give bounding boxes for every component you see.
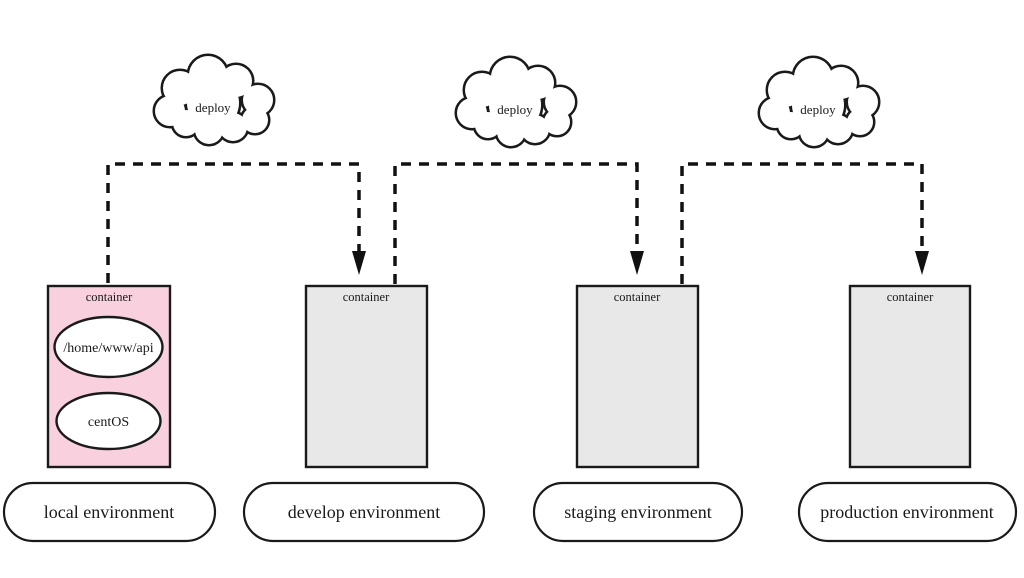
- container-title: container: [887, 290, 934, 304]
- env-pill-shape: [242, 481, 486, 543]
- deploy-label: deploy: [497, 102, 533, 117]
- container-box: [848, 284, 972, 469]
- env-pill-shape: [2, 481, 217, 543]
- deploy-label: deploy: [800, 102, 836, 117]
- env-pill-shape: [532, 481, 744, 543]
- env-pill-shape: [797, 481, 1018, 543]
- node-label: centOS: [88, 415, 129, 430]
- env-label: staging environment: [564, 502, 711, 522]
- deploy-edge-local-to-develop: [106, 162, 366, 283]
- container-box: [575, 284, 700, 469]
- edge-line: [393, 162, 639, 284]
- container-box: [304, 284, 429, 469]
- edge-line: [106, 162, 361, 283]
- env-label: local environment: [44, 502, 174, 522]
- env-label: develop environment: [288, 502, 440, 522]
- env-staging: staging environment: [532, 481, 744, 543]
- arrowhead-icon: [352, 251, 366, 275]
- deploy-cloud-1: deploy: [155, 56, 273, 144]
- container-title: container: [86, 290, 133, 304]
- edge-line: [680, 162, 924, 284]
- node-label: /home/www/api: [63, 341, 153, 356]
- env-develop: develop environment: [242, 481, 486, 543]
- env-local: local environment: [2, 481, 217, 543]
- arrowhead-icon: [630, 251, 644, 275]
- deploy-cloud-3: deploy: [760, 58, 878, 146]
- node-home-www-api: /home/www/api: [53, 315, 164, 379]
- deploy-edge-develop-to-staging: [393, 162, 644, 284]
- deploy-cloud-2: deploy: [457, 58, 575, 146]
- node-ellipse: [53, 315, 164, 379]
- deploy-label: deploy: [195, 100, 231, 115]
- container-staging: container: [575, 284, 700, 469]
- container-title: container: [614, 290, 661, 304]
- node-centos: centOS: [55, 391, 162, 451]
- arrowhead-icon: [915, 251, 929, 275]
- env-production: production environment: [797, 481, 1018, 543]
- container-production: container: [848, 284, 972, 469]
- container-title: container: [343, 290, 390, 304]
- node-ellipse: [55, 391, 162, 451]
- container-local: container /home/www/api centOS: [46, 284, 172, 469]
- container-develop: container: [304, 284, 429, 469]
- deploy-edge-staging-to-production: [680, 162, 929, 284]
- env-label: production environment: [820, 502, 993, 522]
